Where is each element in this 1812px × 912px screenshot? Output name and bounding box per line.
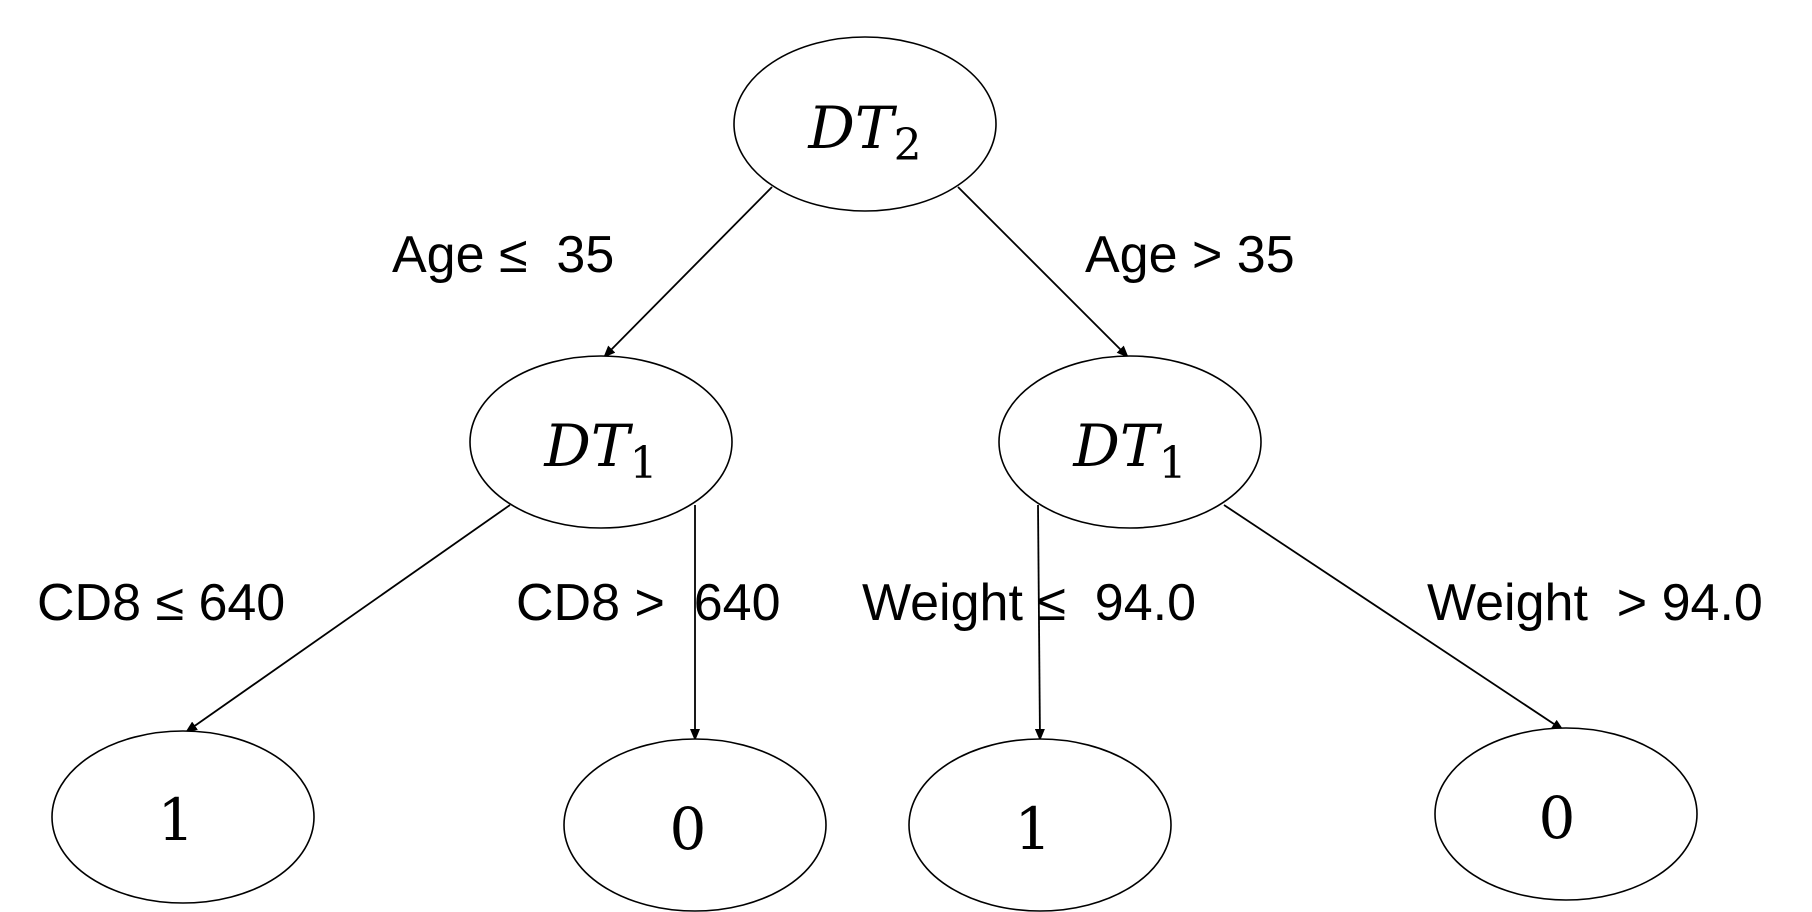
edge-label-right-left: Weight ≤ 94.0: [862, 574, 1196, 632]
node-right-sub: 1: [1159, 438, 1187, 489]
edge-root-right: [957, 186, 1129, 358]
leaf-ll-label: 1: [158, 786, 195, 854]
leaf-node-lr: 0: [563, 738, 827, 912]
edge-label-root-right: Age > 35: [1085, 226, 1295, 284]
node-left-main: DT: [543, 412, 634, 480]
leaf-node-rr: 0: [1434, 727, 1698, 901]
edge-right-right: [1223, 504, 1564, 731]
node-right: DT1: [998, 355, 1262, 529]
edge-label-left-right: CD8 > 640: [516, 574, 781, 632]
edge-label-left-left: CD8 ≤ 640: [37, 574, 285, 632]
leaf-node-ll: 1: [51, 730, 315, 904]
edge-left-left: [185, 504, 511, 733]
node-right-main: DT: [1072, 412, 1163, 480]
node-left-sub: 1: [630, 438, 658, 489]
node-right-label: DT1: [1072, 412, 1186, 489]
edge-label-root-left: Age ≤ 35: [392, 226, 614, 284]
edge-right-left: [1034, 504, 1045, 741]
node-left-label: DT1: [543, 412, 657, 489]
leaf-node-rl: 1: [908, 738, 1172, 912]
node-left: DT1: [469, 355, 733, 529]
edge-label-right-right: Weight > 94.0: [1427, 574, 1763, 632]
leaf-rl-label: 1: [1015, 795, 1052, 863]
node-root-sub: 2: [894, 120, 922, 171]
edge-root-left: [603, 186, 773, 358]
leaf-rr-label: 0: [1539, 784, 1576, 852]
node-root: DT2: [733, 36, 997, 212]
leaf-lr-label: 0: [670, 795, 707, 863]
node-root-main: DT: [807, 94, 898, 162]
node-root-label: DT2: [807, 94, 921, 171]
